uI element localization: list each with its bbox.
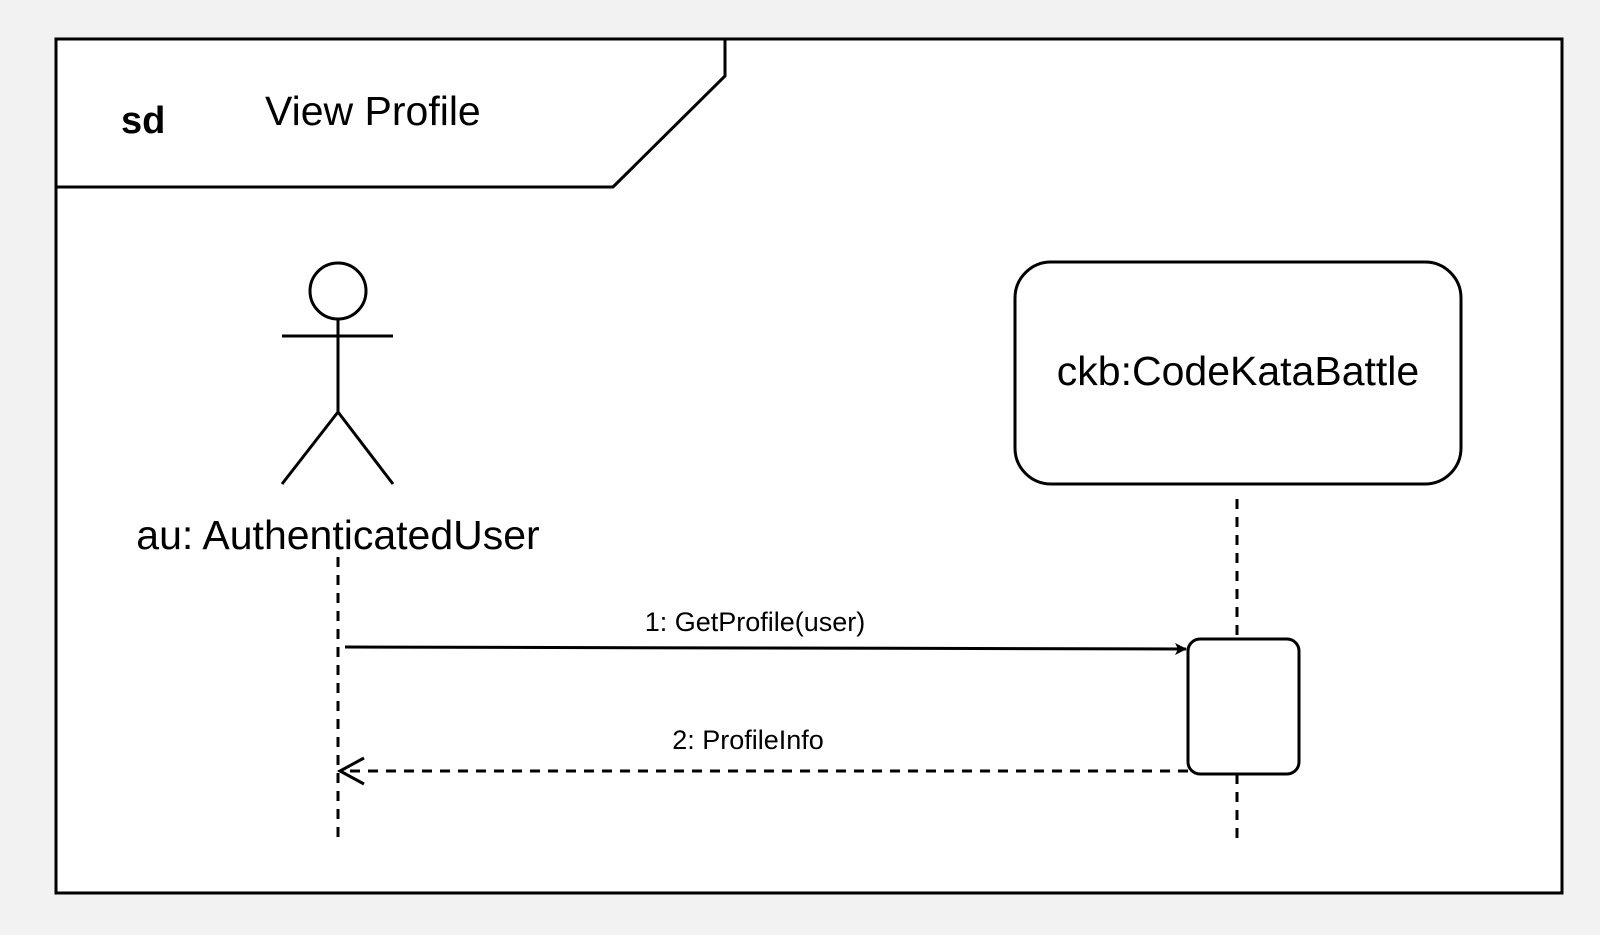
message-label-profile-info: 2: ProfileInfo [672, 725, 824, 755]
frame-name-tab [54, 37, 727, 189]
message-label-get-profile: 1: GetProfile(user) [645, 607, 866, 637]
activation-bar [1186, 637, 1301, 776]
object-label: ckb:CodeKataBattle [1057, 348, 1419, 394]
message-arrow-get-profile [344, 642, 1187, 655]
object-lifeline-head [1013, 260, 1463, 486]
frame-keyword: sd [121, 100, 165, 142]
frame-title: View Profile [265, 88, 481, 134]
open-arrowhead-icon [336, 756, 365, 786]
stick-figure-actor-icon [280, 261, 395, 485]
actor-label: au: AuthenticatedUser [136, 512, 539, 558]
